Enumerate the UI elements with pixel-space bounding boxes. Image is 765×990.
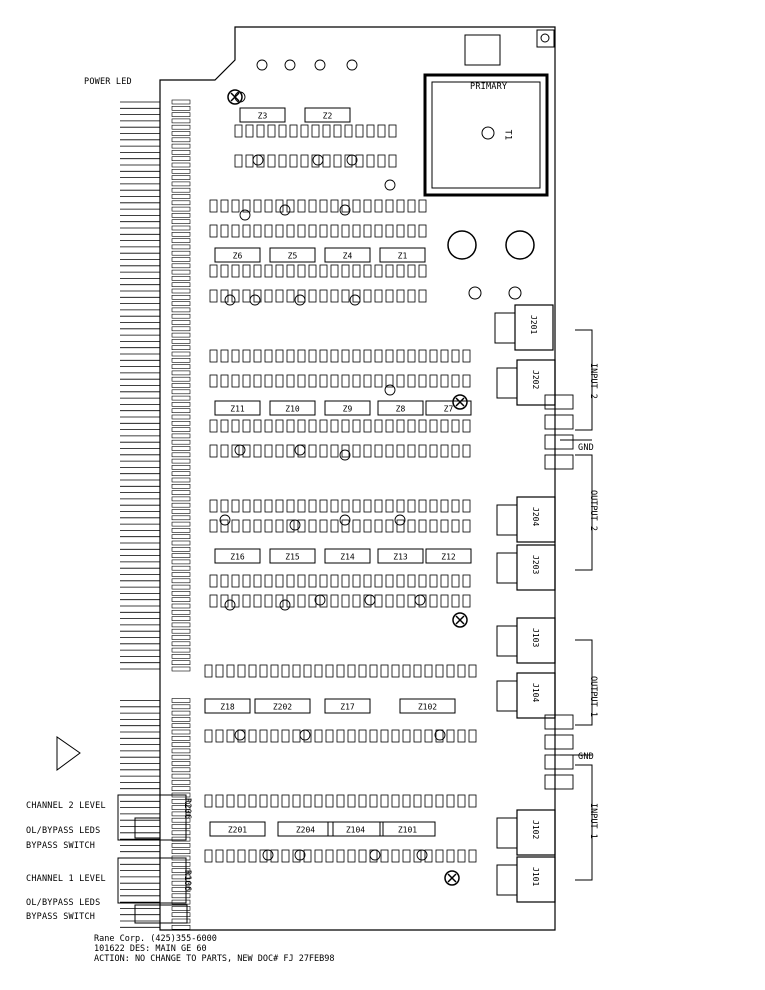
output1-label: OUTPUT 1 [588, 676, 598, 717]
jack-label: J104 [531, 683, 540, 702]
jack-label: J102 [531, 820, 540, 839]
ic-label: Z4 [343, 252, 353, 261]
r106-label: R106 [182, 870, 192, 892]
footer-note: Rane Corp. (425)355-6000 101622 DES: MAI… [94, 934, 335, 964]
input1-label: INPUT 1 [588, 803, 598, 839]
ic-label: Z10 [285, 405, 300, 414]
gnd-bottom-label: GND [578, 752, 594, 762]
ic-label: Z6 [233, 252, 243, 261]
r206-pot [117, 794, 187, 841]
primary-label: PRIMARY [470, 82, 508, 92]
t1-label: T1 [502, 129, 513, 141]
board-outline [159, 26, 556, 931]
ic-label: Z101 [398, 826, 417, 835]
ic-label: Z204 [296, 826, 315, 835]
transformer-t1 [423, 73, 549, 197]
r206-label: R206 [182, 798, 192, 820]
jack-label: J201 [529, 315, 538, 334]
bypass-switch-2-label: BYPASS SWITCH [26, 841, 96, 851]
top-connector [464, 34, 501, 66]
power-led-label: POWER LED [84, 77, 132, 87]
component-field [204, 59, 477, 863]
jack-label: J202 [531, 370, 540, 389]
ic-label: Z102 [418, 703, 437, 712]
input2-label: INPUT 2 [588, 363, 598, 399]
ic-label: Z104 [346, 826, 365, 835]
jack-label: J101 [531, 867, 540, 886]
footer-line-2: 101622 DES: MAIN GE 60 [94, 944, 207, 954]
triangle-logo [56, 736, 81, 771]
bypass-switch-1-label: BYPASS SWITCH [26, 912, 96, 922]
edge-connector [120, 99, 191, 930]
ic-label: Z13 [393, 553, 408, 562]
ic-label: Z8 [396, 405, 406, 414]
ic-label: Z7 [444, 405, 454, 414]
ol-bypass-leds-1-label: OL/BYPASS LEDS [26, 898, 101, 908]
ic-label: Z12 [441, 553, 456, 562]
ic-label: Z17 [340, 703, 355, 712]
ol-bypass-leds-2-label: OL/BYPASS LEDS [26, 826, 101, 836]
ic-label: Z201 [228, 826, 247, 835]
output2-label: OUTPUT 2 [588, 490, 598, 531]
test-point-marks [227, 89, 468, 886]
footer-line-3: ACTION: NO CHANGE TO PARTS, NEW DOC# FJ … [94, 954, 335, 964]
channel1-level-label: CHANNEL 1 LEVEL [26, 874, 106, 884]
ic-label: Z18 [220, 703, 235, 712]
ic-label: Z14 [340, 553, 355, 562]
transformer-mount-hole [481, 126, 495, 140]
ic-label: Z16 [230, 553, 245, 562]
capacitor-c1 [447, 230, 477, 260]
ic-label: Z9 [343, 405, 353, 414]
capacitor-c2 [505, 230, 535, 260]
ic-label: Z3 [258, 112, 268, 121]
channel2-level-label: CHANNEL 2 LEVEL [26, 801, 106, 811]
ic-label: Z11 [230, 405, 245, 414]
ic-label: Z5 [288, 252, 298, 261]
jack-label: J204 [531, 507, 540, 526]
footer-line-1: Rane Corp. (425)355-6000 [94, 934, 217, 944]
r106-pot [117, 857, 187, 904]
ic-label: Z15 [285, 553, 300, 562]
gnd-top-label: GND [578, 443, 594, 453]
connector-brackets [544, 329, 593, 881]
jack-label: J203 [531, 555, 540, 574]
ic-label: Z202 [273, 703, 292, 712]
ic-label: Z2 [323, 112, 333, 121]
ic-label: Z1 [398, 252, 408, 261]
jack-label: J103 [531, 628, 540, 647]
